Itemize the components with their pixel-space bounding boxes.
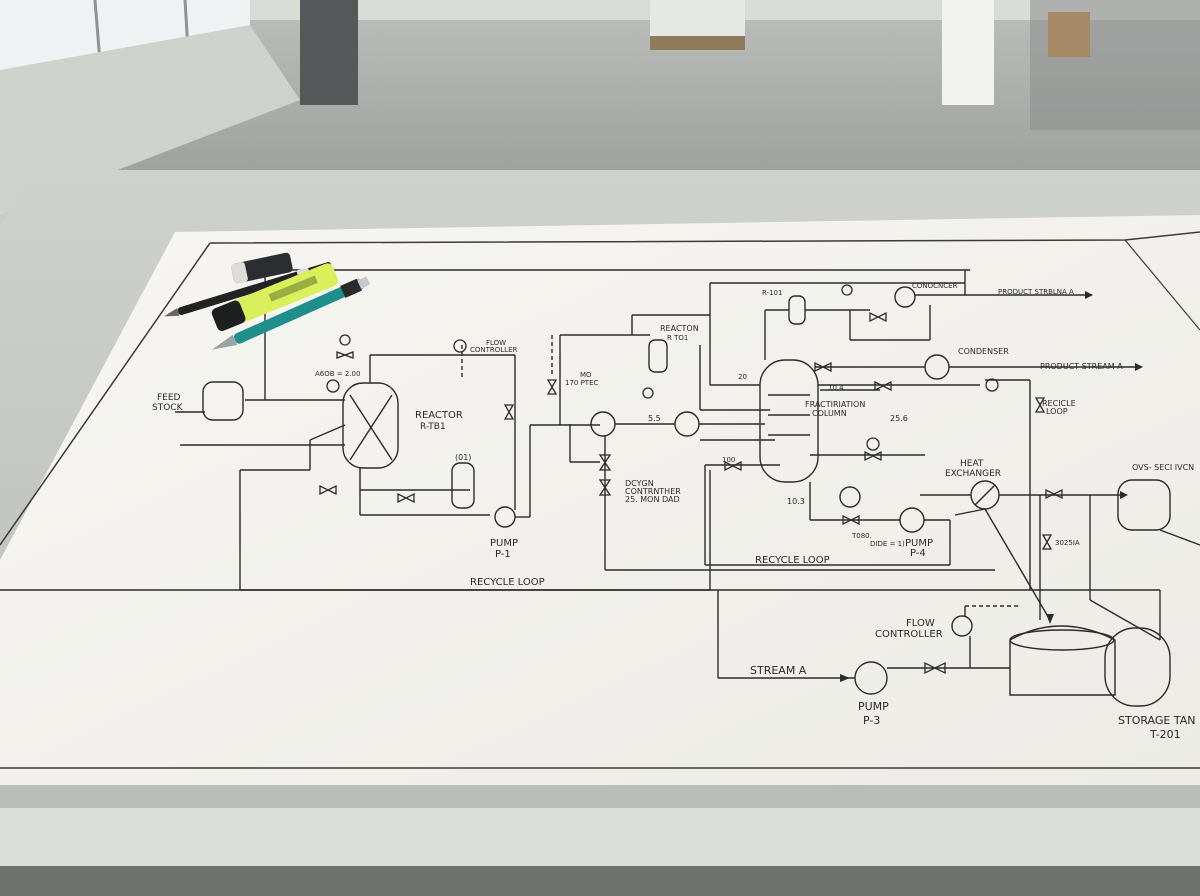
label-recycle-right-1: RECICLE (1042, 399, 1076, 408)
label-reactor-2: R-TB1 (420, 422, 446, 432)
label-num-256: 25.6 (890, 414, 908, 423)
label-flow-ctrl-low-1: FLOW (906, 618, 935, 629)
eraser (231, 252, 293, 284)
label-stream-a: STREAM A (750, 664, 807, 677)
label-recycle-loop-1: RECYCLE LOOP (470, 577, 545, 588)
label-storage-2: T-201 (1149, 728, 1181, 741)
label-mo: MO (580, 371, 592, 379)
label-num-103: 10.3 (787, 497, 805, 506)
label-dide: DIDE = 1) (870, 540, 905, 548)
label-fract-a: FRACTIRIATION (805, 400, 865, 409)
label-pump1-b: P-1 (495, 549, 511, 560)
label-flow-ctrl-top: FLOW (486, 339, 506, 347)
valves (319, 284, 1063, 675)
label-condenser-top: CONOCNCER (912, 282, 958, 290)
teal-mechanical-pencil (211, 276, 371, 350)
label-product-stream-1: PRODUCT STRBLNA A (998, 288, 1074, 296)
label-reactor-top: A6OB = 2.00 (315, 370, 360, 378)
label-100: 100 (722, 456, 735, 464)
label-t080: T080. (851, 532, 872, 540)
label-storage-1: STORAGE TAN (1118, 714, 1195, 727)
label-design-1: DCYGN (625, 479, 654, 488)
label-feed-1: FEED (157, 393, 181, 403)
pid-linework (0, 269, 1200, 707)
label-heat-ex-2: EXCHANGER (945, 469, 1001, 479)
label-num-20: 20 (738, 373, 747, 381)
label-reactor2-b: R TO1 (667, 334, 688, 342)
label-design-3: 25. MON DAD (625, 495, 680, 504)
label-recycle-right-2: LOOP (1046, 407, 1068, 416)
label-feed-2: STOCK (152, 403, 184, 413)
column (300, 0, 358, 105)
label-r101: R-101 (762, 289, 782, 297)
label-reactor2-a: REACTON (660, 324, 699, 333)
label-pump4-b: P-4 (910, 548, 926, 559)
label-design-2: CONTRNTHER (625, 487, 681, 496)
label-condenser: CONDENSER (958, 347, 1009, 356)
machine (650, 0, 745, 40)
pillar-white (942, 0, 994, 105)
label-flow-ctrl-top2: CONTROLLER (470, 346, 518, 354)
flow-arrows (840, 291, 1143, 682)
label-heat-ex-1: HEAT (960, 459, 984, 469)
label-3025: 3025IA (1055, 539, 1080, 547)
label-product-stream-2: PRODUCT STREAM A (1040, 362, 1123, 371)
label-pump1-a: PUMP (490, 538, 518, 549)
label-pump3-b: P-3 (863, 714, 880, 727)
label-recycle-loop-2: RECYCLE LOOP (755, 555, 830, 566)
label-pump4-a: PUMP (905, 538, 933, 549)
drawing-labels: FEED STOCK A6OB = 2.00 FLOW CONTROLLER R… (152, 282, 1195, 741)
table-edge (0, 808, 1200, 868)
label-flow-ctrl-low-2: CONTROLLER (875, 629, 943, 640)
left-wall (0, 25, 300, 215)
blueprint-paper (0, 215, 1200, 785)
label-ovs: OVS- SECI IVCN (1132, 463, 1194, 472)
highlighter (211, 263, 338, 331)
label-num-104: 10.4 (828, 384, 844, 392)
pens-group (163, 252, 371, 350)
label-pump3-a: PUMP (858, 700, 889, 713)
label-reactor-1: REACTOR (415, 410, 463, 421)
label-170: 170 PTEC (565, 379, 599, 387)
label-small-vessel: (01) (455, 453, 471, 462)
label-fract-b: COLUMN (812, 409, 847, 418)
label-num-55: 5.5 (648, 414, 661, 423)
